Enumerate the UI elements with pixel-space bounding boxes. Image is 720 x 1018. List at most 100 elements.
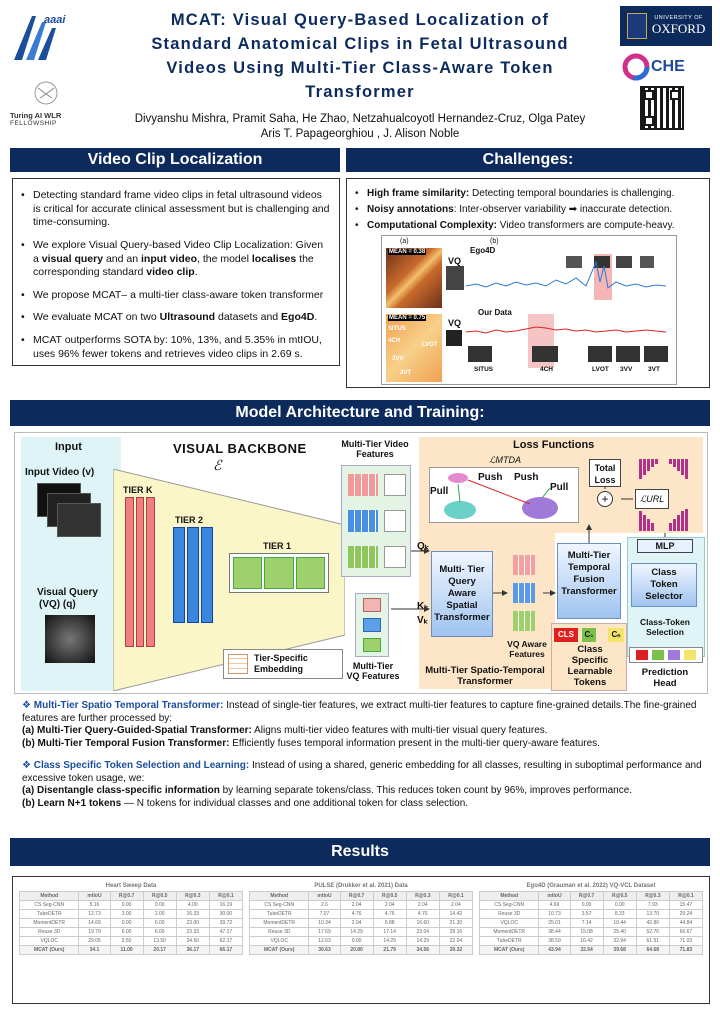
architecture-diagram: Input Input Video (v) Visual Query (VQ) …	[14, 432, 708, 694]
mtq-label-1: Multi- Tier	[439, 564, 485, 575]
table-header-cell: Method	[478, 891, 540, 901]
turing-logo: Turing AI WLR FELLOWSHIP	[10, 80, 80, 130]
table-cell: 32.94	[602, 936, 637, 946]
table-cell: 30.00	[208, 909, 244, 919]
challenge-item-3: Computational Complexity: Video transfor…	[353, 219, 703, 232]
sim-label-3vv: 3VV	[392, 356, 404, 362]
table-cell: 11.00	[109, 945, 144, 955]
table-cell: Reuse 3D	[18, 927, 80, 937]
similarity-matrix-ego4d: MEAN = 0.38	[386, 248, 442, 308]
tier-embedding-label-1: Tier-Specific	[254, 653, 308, 663]
model-point-2b-label: Learn N+1 tokens	[37, 797, 122, 809]
challenge-item-1: High frame similarity: Detecting tempora…	[353, 187, 703, 200]
total-loss-box: Total Loss	[589, 459, 621, 487]
table-cell: 17.14	[372, 927, 407, 937]
model-point-2a: (a) Disentangle class-specific informati…	[22, 785, 633, 796]
table-cell: 39.68	[602, 945, 637, 955]
oxford-logo: UNIVERSITY OF OXFORD	[620, 6, 712, 46]
lmtda-label: ℒMTDA	[489, 455, 521, 465]
model-point-2-label: Class Specific Token Selection and Learn…	[33, 760, 250, 771]
table-cell: 16.42	[569, 936, 604, 946]
visual-query-label: Visual Query	[37, 587, 98, 598]
model-description: ❖ Multi-Tier Spatio Temporal Transformer…	[22, 700, 712, 810]
results-table-caption: Ego4D (Grauman et al. 2022) VQ-VCL Datas…	[526, 883, 656, 889]
mtq-label-2: Query	[448, 576, 476, 587]
oxford-logo-name: OXFORD	[651, 21, 706, 36]
tier-2-block	[173, 527, 213, 623]
table-cell: Reuse 3D	[248, 927, 310, 937]
mtq-label-3: Aware	[447, 588, 477, 599]
table-cell: 10.34	[308, 918, 341, 928]
results-section-title: Results	[10, 838, 710, 866]
challenge-item-2: Noisy annotations: Inter-observer variab…	[353, 203, 703, 216]
table-cell: 7.14	[569, 918, 604, 928]
challenges-section-title: Challenges:	[346, 148, 710, 172]
table-cell: 2.04	[372, 900, 407, 910]
tier-k-block	[125, 497, 156, 647]
table-cell: 25.01	[538, 918, 571, 928]
table-cell: 66.17	[208, 945, 244, 955]
mtst-label-1: Multi-Tier Spatio-Temporal	[425, 665, 545, 676]
table-cell: 52.76	[635, 927, 670, 937]
total-loss-label-1: Total	[594, 463, 616, 473]
visual-query-image	[45, 615, 95, 663]
table-header-cell: R@0.3	[175, 891, 210, 901]
turing-logo-text: Turing AI WLR	[10, 111, 62, 120]
table-header-cell: mtIoU	[308, 891, 341, 901]
fig-label-a: (a)	[400, 238, 409, 245]
kk-label: Kₖ	[417, 601, 429, 612]
video-clip-bullets: Detecting standard frame video clips in …	[19, 189, 331, 361]
table-cell: 34.56	[405, 945, 440, 955]
vq-aware-features	[507, 551, 543, 635]
oxford-crest-icon	[626, 13, 647, 39]
mttf-label-3: Fusion	[573, 574, 605, 585]
ours-similarity-curve	[466, 314, 668, 368]
table-header-cell: R@0.1	[438, 891, 474, 901]
cst-label-2: Specific	[571, 655, 609, 666]
mean-label-2: MEAN = 0.75	[388, 315, 427, 321]
mt-temporal-fusion-transformer: Multi-Tier Temporal Fusion Transformer	[557, 543, 621, 619]
table-cell: 0.00	[339, 936, 374, 946]
table-cell: CS Seg-CNN	[18, 900, 80, 910]
similarity-matrix-ours: MEAN = 0.75 SITUS 4CH LVOT 3VV 3VT	[386, 314, 442, 382]
challenges-box: High frame similarity: Detecting tempora…	[346, 178, 710, 388]
sum-operator-icon: +	[597, 491, 613, 507]
vq-aware-label-2: Features	[509, 649, 545, 659]
table-cell: 29.05	[78, 936, 111, 946]
cst-label-1: Class	[577, 644, 603, 655]
class-token-selector: Class Token Selector	[631, 563, 697, 607]
table-header-cell: Method	[248, 891, 310, 901]
table-cell: 0.00	[109, 900, 144, 910]
table-cell: 34.1	[78, 945, 111, 955]
qr-code[interactable]	[640, 86, 684, 130]
visual-query-sub-label: (VQ) (q)	[39, 599, 76, 610]
table-cell: 20.17	[142, 945, 177, 955]
table-cell: 7.07	[308, 909, 341, 919]
authors: Divyanshu Mishra, Pramit Saha, He Zhao, …	[85, 112, 635, 142]
model-point-2: ❖ Class Specific Token Selection and Lea…	[22, 760, 712, 785]
sim-label-3vt: 3VT	[400, 370, 412, 376]
table-cell: 12.73	[78, 909, 111, 919]
table-cell: 14.29	[339, 927, 374, 937]
video-clip-bullet-1: Detecting standard frame video clips in …	[19, 189, 331, 230]
table-header-cell: mtIoU	[78, 891, 111, 901]
title-line-4: Transformer	[305, 83, 415, 101]
table-cell: 16.19	[208, 900, 244, 910]
table-cell: 5.16	[78, 900, 111, 910]
loss-histogram-top	[639, 459, 688, 479]
mt-video-label-1: Multi-Tier Video	[341, 439, 409, 449]
oche-logo: CHE	[622, 52, 702, 82]
table-cell: 38.59	[538, 936, 571, 946]
loss-functions-label: Loss Functions	[513, 439, 595, 451]
table-cell: 0.00	[602, 900, 637, 910]
tier-embedding-legend: Tier-Specific Embedding	[223, 649, 343, 679]
authors-line-2: Aris T. Papageorghiou , J. Alison Noble	[260, 128, 460, 140]
lurl-box: ℒURL	[635, 489, 669, 509]
